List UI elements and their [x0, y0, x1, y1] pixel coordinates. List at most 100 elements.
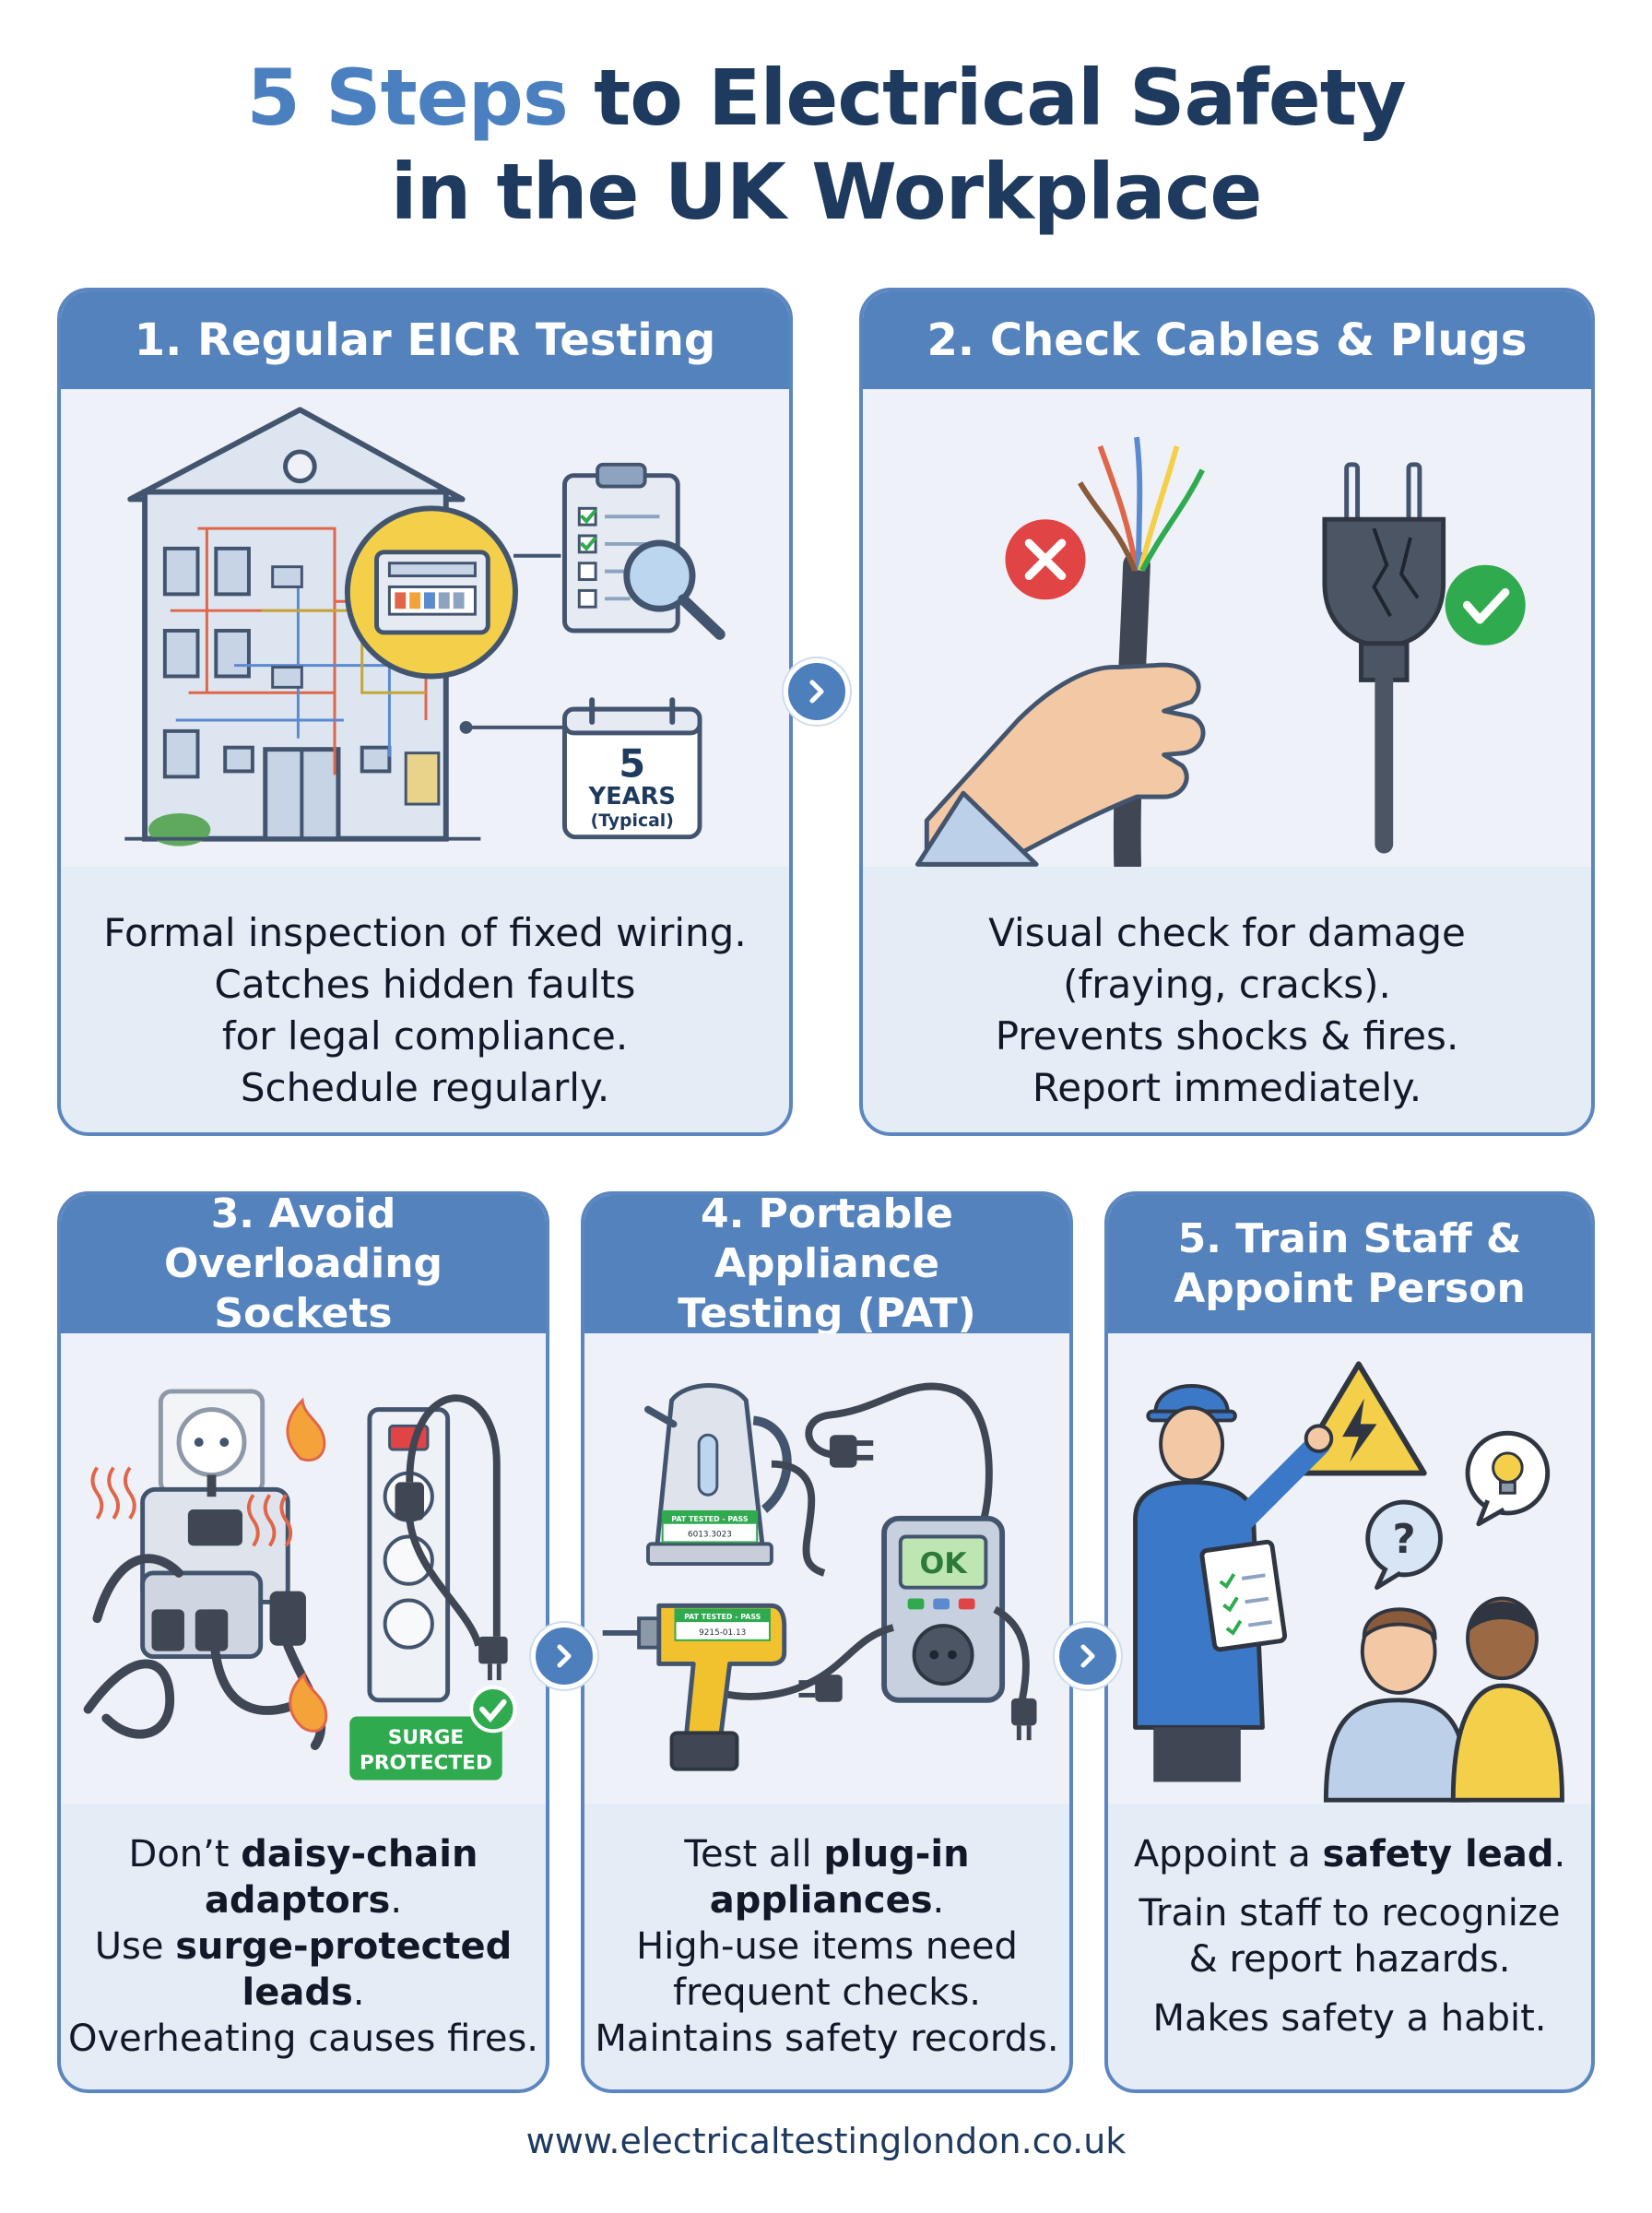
card-illustration: 5 YEARS (Typical): [61, 389, 789, 867]
check-icon: [577, 506, 597, 554]
text-plain: Test all: [684, 1833, 824, 1876]
adaptor-stack-icon: [83, 1474, 326, 1751]
text-plain: Use: [94, 1925, 176, 1968]
next-step-arrow: [1055, 1623, 1121, 1689]
next-step-arrow: [531, 1623, 597, 1689]
cross-icon: [1005, 519, 1086, 600]
card-heading: 3. Avoid Overloading Sockets: [61, 1195, 546, 1337]
card-heading: 5. Train Staff & Appoint Person: [1108, 1195, 1591, 1333]
page-title: 5 Steps to Electrical Safety in the UK W…: [0, 51, 1652, 239]
trainee-avatar: [1450, 1596, 1564, 1803]
heading-line-1: 4. Portable Appliance: [701, 1191, 953, 1287]
heading-line-1: 5. Train Staff &: [1177, 1215, 1522, 1262]
text-bold: safety lead: [1322, 1833, 1554, 1876]
chevron-right-icon: [557, 1644, 572, 1668]
text-line: Makes safety a habit.: [1152, 1997, 1547, 2040]
plug-icon: [798, 1675, 843, 1702]
title-line-1: 5 Steps to Electrical Safety: [0, 51, 1652, 145]
title-line-2: in the UK Workplace: [390, 147, 1263, 237]
heading-line-2: Sockets: [214, 1290, 393, 1337]
footer-url[interactable]: www.electricaltestinglondon.co.uk: [525, 2121, 1127, 2161]
text-line: Train staff to recognize: [1108, 1890, 1591, 1936]
text-line: Formal inspection of fixed wiring.: [103, 910, 747, 955]
magnifier-icon: [623, 539, 726, 640]
card-description: Test all plug-in appliances. High-use it…: [584, 1804, 1069, 2089]
card-description: Visual check for damage (fraying, cracks…: [863, 867, 1591, 1132]
surge-line-2: PROTECTED: [360, 1752, 492, 1775]
step-card-training: 5. Train Staff & Appoint Person ?: [1104, 1191, 1595, 2093]
title-accent: 5 Steps: [246, 53, 568, 143]
card-description: Appoint a safety lead. Train staff to re…: [1108, 1804, 1591, 2089]
text-line: & report hazards.: [1188, 1938, 1511, 1981]
drill-tag-title: PAT TESTED - PASS: [684, 1613, 761, 1621]
heat-waves-icon: [90, 1466, 293, 1547]
step-card-pat: 4. Portable Appliance Testing (PAT) PAT …: [581, 1191, 1073, 2093]
text-line: (fraying, cracks).: [1063, 962, 1391, 1007]
step-card-eicr: 1. Regular EICR Testing: [57, 288, 793, 1136]
text-plain: .: [352, 1971, 365, 2014]
worker-avatar: [1133, 1384, 1334, 1782]
text-bold: plug-in: [823, 1833, 970, 1876]
card-description: Formal inspection of fixed wiring. Catch…: [61, 867, 789, 1132]
text-line: for legal compliance.: [221, 1013, 629, 1059]
check-icon: [1445, 564, 1526, 645]
chevron-right-icon: [809, 680, 824, 704]
title-rest: to Electrical Safety: [567, 53, 1407, 143]
step-card-cables: 2. Check Cables & Plugs: [859, 288, 1595, 1136]
calendar-icon: 5 YEARS (Typical): [561, 697, 702, 840]
text-bold: daisy-chain: [241, 1833, 478, 1876]
drill-tag-code: 9215-01.13: [699, 1628, 746, 1638]
lightbulb-icon: [1465, 1430, 1551, 1527]
text-line: Use surge-protected: [61, 1923, 546, 1970]
surge-strip-icon: [367, 1394, 508, 1703]
text-line: adaptors.: [61, 1877, 546, 1923]
text-bold: surge-protected: [175, 1925, 513, 1968]
pat-tester-icon: OK: [881, 1515, 1006, 1703]
flame-icon: [286, 1397, 328, 1733]
clipboard-icon: [1199, 1539, 1288, 1652]
kettle-icon: PAT TESTED - PASS 6013.3023: [644, 1383, 792, 1567]
plug-icon: [1010, 1698, 1037, 1741]
question-mark: ?: [1393, 1517, 1416, 1563]
question-bubble-icon: ?: [1365, 1499, 1443, 1591]
card-illustration: ?: [1108, 1333, 1591, 1804]
chevron-right-icon: [1080, 1644, 1095, 1668]
building-inspection-illustration: 5 YEARS (Typical): [124, 407, 726, 846]
text-plain: Appoint a: [1133, 1833, 1323, 1876]
text-line: Overheating causes fires.: [67, 2018, 539, 2060]
text-plain: .: [932, 1879, 945, 1922]
card-heading: 2. Check Cables & Plugs: [863, 291, 1591, 389]
text-line: appliances.: [584, 1877, 1069, 1923]
kettle-tag-title: PAT TESTED - PASS: [671, 1515, 749, 1523]
card-illustration: SURGE PROTECTED: [61, 1333, 546, 1804]
text-line: Prevents shocks & fires.: [995, 1013, 1459, 1059]
hand-icon: [914, 662, 1206, 867]
text-line: Don’t daisy-chain: [61, 1831, 546, 1877]
text-line: High-use items need: [636, 1925, 1018, 1968]
text-line: leads.: [61, 1970, 546, 2016]
plug-icon: [1322, 462, 1446, 854]
text-bold: adaptors: [204, 1879, 391, 1922]
step-card-overloading: 3. Avoid Overloading Sockets: [57, 1191, 549, 2093]
check-icon: [469, 1686, 517, 1734]
text-bold: appliances: [709, 1879, 933, 1922]
overloaded-socket-illustration: SURGE PROTECTED: [83, 1389, 517, 1781]
heading-line-1: 3. Avoid Overloading: [163, 1191, 443, 1287]
text-line: Test all plug-in: [584, 1831, 1069, 1877]
badge-years: YEARS: [588, 783, 676, 811]
tester-screen-text: OK: [919, 1547, 968, 1580]
text-plain: .: [1553, 1833, 1566, 1876]
text-line: Schedule regularly.: [240, 1065, 610, 1110]
text-bold: leads: [242, 1971, 353, 2014]
heading-text: 1. Regular EICR Testing: [134, 314, 716, 366]
text-line: Appoint a safety lead.: [1108, 1831, 1591, 1877]
badge-note: (Typical): [591, 811, 674, 831]
heading-line-2: Appoint Person: [1174, 1265, 1526, 1312]
text-line: Maintains safety records.: [595, 2018, 1059, 2060]
heading-line-2: Testing (PAT): [678, 1290, 976, 1337]
trainee-avatar: [1323, 1607, 1470, 1803]
next-step-arrow: [784, 658, 850, 725]
heading-text: 2. Check Cables & Plugs: [926, 314, 1528, 366]
card-heading: 4. Portable Appliance Testing (PAT): [584, 1195, 1069, 1337]
text-line: Report immediately.: [1032, 1065, 1422, 1110]
